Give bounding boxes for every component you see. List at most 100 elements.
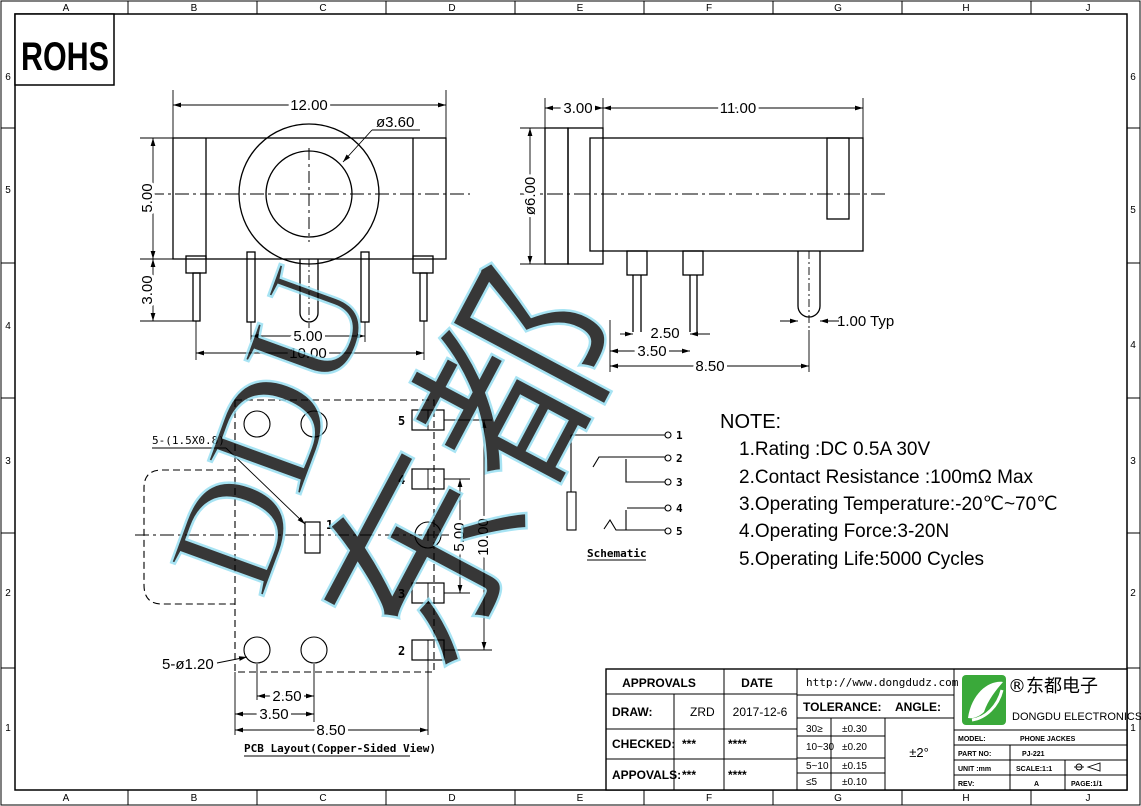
pcb-hole (243, 410, 271, 438)
frame-row-labels: 6 5 4 3 2 1 6 5 4 3 2 1 (5, 72, 1136, 734)
schematic-terminal (664, 478, 672, 486)
dia-dim: ø6.00 (522, 177, 539, 215)
model-label: MODEL: (958, 736, 986, 743)
pcb-hole (243, 636, 271, 664)
schematic-terminal (664, 454, 672, 462)
schematic (566, 431, 672, 535)
date-header: DATE (741, 676, 773, 690)
front-view-dim-labels: 12.00 ø3.60 5.00 3.00 5.00 10.00 (136, 94, 414, 365)
row-label: 6 (1130, 72, 1136, 83)
tolerance-range: ≤5 (806, 777, 817, 788)
tolerance-label: TOLERANCE: (803, 700, 881, 714)
checked-date: **** (728, 737, 747, 751)
col-label: F (706, 3, 712, 14)
row-label: 5 (1130, 205, 1136, 216)
partno-value: PJ-221 (1022, 751, 1045, 758)
pitch2-dim: 3.50 (637, 343, 666, 360)
front-view (150, 123, 470, 329)
pcb-hole (300, 410, 328, 438)
angle-label: ANGLE: (895, 700, 941, 714)
schematic-pin-label: 4 (676, 502, 683, 515)
col-label: H (962, 793, 969, 804)
appovals-date: **** (728, 768, 747, 782)
pin-width-dim: 1.00 Typ (837, 313, 894, 330)
height-dim: 5.00 (139, 183, 156, 212)
row-label: 4 (1130, 340, 1136, 351)
tolerance-range: 10~30 (806, 742, 835, 753)
tolerance-value: ±0.20 (842, 742, 867, 753)
watermark: DDU 东都 (136, 239, 672, 704)
notes: NOTE: 1.Rating :DC 0.5A 30V 2.Contact Re… (720, 411, 1058, 570)
pitch3-dim: 8.50 (695, 358, 724, 375)
schematic-terminal (664, 527, 672, 535)
bottom-dim1: 2.50 (272, 688, 301, 705)
company-logo-icon (962, 675, 1006, 725)
pcb-dimensions (152, 419, 492, 735)
col-label: J (1086, 3, 1091, 14)
draw-label: DRAW: (612, 705, 652, 719)
col-label: D (448, 3, 455, 14)
rohs-label: ROHS (21, 35, 109, 79)
schematic-caption: Schematic (587, 547, 647, 560)
col-label: B (191, 3, 198, 14)
row-label: 4 (5, 321, 11, 332)
col-label: C (319, 3, 326, 14)
row-label: 2 (5, 588, 11, 599)
hole-dim: ø3.60 (376, 114, 414, 131)
col-label: E (577, 3, 584, 14)
row-label: 2 (1130, 588, 1136, 599)
tolerance-value: ±0.30 (842, 724, 867, 735)
note-item: 5.Operating Life:5000 Cycles (739, 549, 984, 570)
rev-label: REV: (958, 781, 974, 788)
row-label: 5 (5, 185, 11, 196)
front-view-dimensions (140, 90, 447, 360)
appovals-name: *** (682, 768, 696, 782)
col-label: G (834, 3, 842, 14)
pad-label: 2 (398, 644, 405, 658)
side-view-dim-labels: 3.00 11.00 ø6.00 1.00 Typ 2.50 3.50 8.50 (519, 97, 894, 378)
pad-label: 3 (398, 587, 405, 601)
left-dim: 3.00 (563, 100, 592, 117)
title-block-text: APPROVALS DATE http://www.dongdudz.com D… (612, 676, 1141, 788)
schematic-labels: 1 2 3 4 5 Schematic (587, 429, 683, 560)
note-item: 3.Operating Temperature:-20℃~70℃ (739, 494, 1058, 515)
note-item: 1.Rating :DC 0.5A 30V (739, 439, 930, 460)
hole-label: 5-ø1.20 (162, 656, 214, 673)
pad-label: 1 (326, 518, 333, 532)
frame-column-labels: A B C D E F G H J A B C D E F G H J (63, 3, 1091, 804)
title-block (605, 668, 1128, 791)
pin-length-dim: 3.00 (139, 275, 156, 304)
col-label: G (834, 793, 842, 804)
note-item: 4.Operating Force:3-20N (739, 521, 949, 542)
tolerance-value: ±0.10 (842, 777, 867, 788)
row-label: 3 (5, 456, 11, 467)
tolerance-range: 5~10 (806, 761, 829, 772)
row-label: 1 (5, 723, 11, 734)
draw-name: ZRD (690, 705, 715, 719)
slot-label: 5-(1.5X0.8) (152, 434, 225, 447)
side-view (520, 127, 885, 332)
col-label: F (706, 793, 712, 804)
row-label: 1 (1130, 723, 1136, 734)
pad-label: 4 (398, 473, 405, 487)
col-label: B (191, 793, 198, 804)
company-name-en: DONGDU ELECTRONICS (1012, 711, 1141, 723)
notes-title: NOTE: (720, 411, 781, 433)
rev-value: A (1034, 781, 1039, 788)
pcb-caption: PCB Layout(Copper-Sided View) (244, 742, 436, 755)
tolerance-range: 30≥ (806, 724, 823, 735)
checked-label: CHECKED: (612, 737, 675, 751)
tolerance-value: ±0.15 (842, 761, 867, 772)
pcb-pad (304, 521, 321, 554)
projection-symbol-icon (1074, 762, 1101, 772)
scale-label: SCALE:1:1 (1016, 766, 1052, 773)
right-dim-outer: 10.00 (475, 518, 492, 556)
outer-pin-dim: 10.00 (289, 345, 327, 362)
col-label: H (962, 3, 969, 14)
model-value: PHONE JACKES (1020, 736, 1076, 743)
pcb-hole (414, 521, 442, 549)
appovals-label: APPOVALS: (612, 768, 681, 782)
pcb-layout (135, 399, 462, 673)
